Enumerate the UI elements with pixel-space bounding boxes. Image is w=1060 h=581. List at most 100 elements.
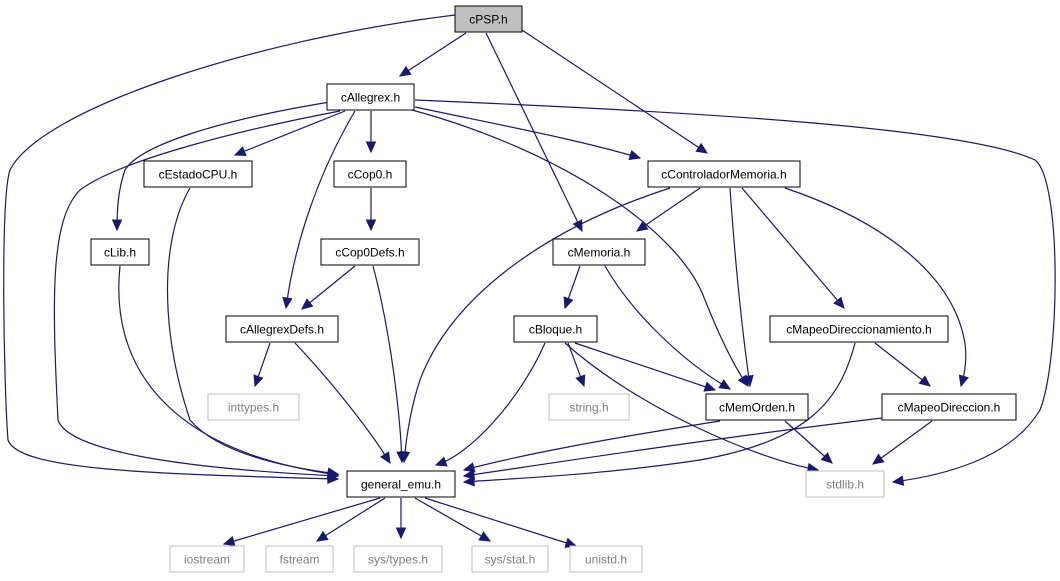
edge-line <box>316 497 386 542</box>
arrowhead <box>872 453 885 465</box>
node-box <box>647 160 801 188</box>
arrowhead <box>575 374 586 388</box>
node-label: general_emu.h <box>361 478 441 492</box>
edge-general_emu-to-sys_types <box>395 498 407 540</box>
edge-line <box>118 265 339 476</box>
edge-cAllegrex-to-stdlib <box>414 99 1056 486</box>
node-box <box>169 545 245 573</box>
arrowhead <box>462 462 476 473</box>
node-cpsp[interactable]: cPSP.h <box>454 5 523 33</box>
node-cmapeodireccion[interactable]: cMapeoDireccion.h <box>881 393 1017 421</box>
arrowhead <box>891 475 905 486</box>
edge-cMapeoDireccionamiento-to-cMapeoDireccion <box>874 342 931 387</box>
edge-line <box>294 342 391 464</box>
arrowhead <box>434 456 448 467</box>
node-clib[interactable]: cLib.h <box>90 238 150 266</box>
node-box <box>265 545 334 573</box>
node-sys-types: sys/types.h <box>353 545 443 573</box>
arrowhead <box>743 374 754 388</box>
edge-line <box>414 106 641 159</box>
node-box <box>805 470 885 498</box>
node-label: sys/stat.h <box>485 553 536 567</box>
edges-layer <box>3 14 1056 548</box>
node-ccop0[interactable]: cCop0.h <box>333 160 407 188</box>
node-box <box>353 545 443 573</box>
edge-cMapeoDireccionamiento-to-general_emu <box>462 342 856 487</box>
edge-line <box>234 110 346 156</box>
arrowhead <box>820 452 833 464</box>
node-callegrex[interactable]: cAllegrex.h <box>326 83 415 111</box>
edge-general_emu-to-fstream <box>315 497 386 542</box>
edge-cCop0-to-cCop0Defs <box>365 188 377 232</box>
edge-line <box>872 420 933 465</box>
arrowhead <box>398 65 412 77</box>
node-iostream: iostream <box>169 545 245 573</box>
edge-general_emu-to-unistd <box>424 497 578 548</box>
node-label: inttypes.h <box>228 401 279 415</box>
arrowhead <box>462 476 475 487</box>
arrowhead <box>379 451 391 465</box>
node-ccontroladormemoria[interactable]: cControladorMemoria.h <box>647 160 801 188</box>
edge-line <box>403 187 671 463</box>
node-label: iostream <box>184 553 230 567</box>
node-callegrexdefs[interactable]: cAllegrexDefs.h <box>225 315 339 343</box>
node-unistd: unistd.h <box>569 545 643 573</box>
edge-line <box>463 420 721 471</box>
node-box <box>320 238 420 266</box>
node-cmapeodireccionamiento[interactable]: cMapeoDireccionamiento.h <box>769 315 949 343</box>
node-label: string.h <box>569 401 608 415</box>
arrowhead <box>635 220 649 232</box>
edge-cBloque-to-cMemOrden <box>574 342 717 392</box>
arrowhead <box>326 468 340 479</box>
edge-line <box>285 110 356 309</box>
node-box <box>207 393 300 421</box>
node-label: cBloque.h <box>529 323 582 337</box>
node-sys-stat: sys/stat.h <box>471 545 549 573</box>
node-box <box>225 315 339 343</box>
edge-line <box>874 342 931 387</box>
node-label: unistd.h <box>585 553 627 567</box>
edge-cAllegrex-to-cCop0 <box>365 111 377 154</box>
edge-cControladorMemoria-to-cMemOrden <box>729 187 754 388</box>
node-label: cCop0.h <box>348 168 393 182</box>
edge-line <box>784 420 833 464</box>
edge-cControladorMemoria-to-cMapeoDireccion <box>784 187 969 388</box>
edge-cLib-to-general_emu <box>118 265 340 479</box>
edge-line <box>463 342 856 483</box>
node-label: cEstadoCPU.h <box>159 168 238 182</box>
edge-line <box>414 497 491 542</box>
arrowhead <box>695 142 709 154</box>
edge-line <box>53 110 341 477</box>
edge-cAllegrex-to-cLib <box>111 101 331 232</box>
arrowhead <box>399 451 411 464</box>
node-cbloque[interactable]: cBloque.h <box>513 315 598 343</box>
node-label: cAllegrex.h <box>341 91 400 105</box>
edge-line <box>521 29 708 154</box>
node-label: cMapeoDireccion.h <box>898 401 1001 415</box>
arrowhead <box>222 535 236 547</box>
arrowhead <box>958 374 969 388</box>
node-label: sys/types.h <box>368 553 428 567</box>
node-cmemoria[interactable]: cMemoria.h <box>552 238 646 266</box>
node-cestadocpu[interactable]: cEstadoCPU.h <box>143 160 253 188</box>
edge-cCop0Defs-to-cAllegrexDefs <box>301 265 356 310</box>
node-box <box>326 83 415 111</box>
node-box <box>881 393 1017 421</box>
node-string: string.h <box>548 393 630 421</box>
node-cmemorden[interactable]: cMemOrden.h <box>705 393 809 421</box>
edge-cAllegrex-to-cControladorMemoria <box>414 106 642 161</box>
node-general-emu[interactable]: general_emu.h <box>346 470 456 498</box>
edge-cMemoria-to-cMemOrden <box>604 265 732 390</box>
edge-line <box>372 265 403 463</box>
edge-line <box>564 342 819 471</box>
node-ccop0defs[interactable]: cCop0Defs.h <box>320 238 420 266</box>
node-label: cCop0Defs.h <box>335 246 404 260</box>
edge-cControladorMemoria-to-general_emu <box>399 187 671 464</box>
edge-cMapeoDireccion-to-stdlib <box>872 420 933 465</box>
edge-line <box>424 497 577 547</box>
node-stdlib: stdlib.h <box>805 470 885 498</box>
edge-line <box>3 14 456 480</box>
node-label: cMapeoDireccionamiento.h <box>786 323 931 337</box>
edge-cAllegrexDefs-to-inttypes <box>253 342 271 388</box>
node-label: stdlib.h <box>826 478 864 492</box>
